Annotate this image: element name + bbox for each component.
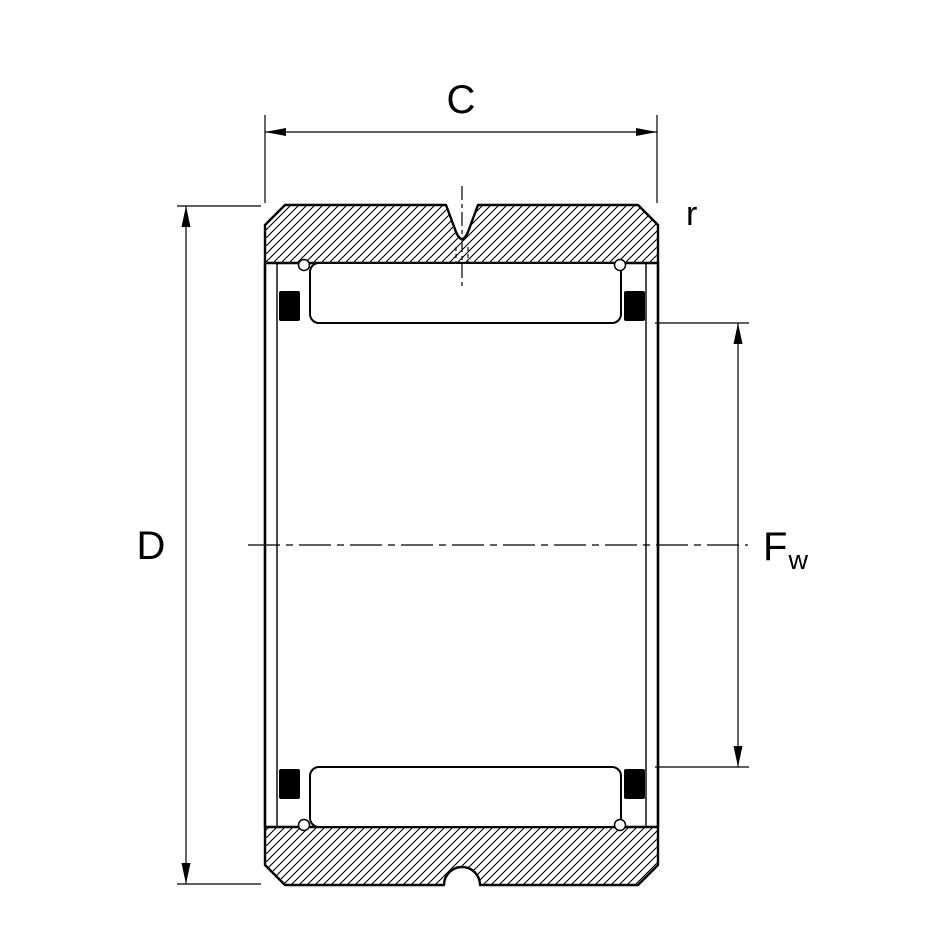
cage-circle-top-right (613, 258, 627, 272)
outer-ring-top-section (263, 203, 660, 265)
label-r: r (686, 195, 697, 233)
label-c: C (447, 78, 476, 122)
needle-roller-bottom (309, 766, 622, 828)
seal-top-left (279, 291, 300, 321)
needle-roller-top (309, 262, 622, 324)
dimension-c (264, 115, 658, 203)
dimension-d (177, 205, 261, 885)
cage-circle-top-left (297, 258, 311, 272)
outer-ring-bottom-section (263, 825, 660, 887)
label-fw: Fw (763, 525, 808, 575)
dim-c-arrow-left (265, 128, 286, 136)
dim-d-arrow-top (181, 206, 191, 227)
seal-top-right (624, 291, 645, 321)
seal-bottom-left (279, 769, 300, 799)
dim-fw-arrow-bottom (733, 746, 743, 767)
dim-d-arrow-bottom (181, 863, 191, 884)
dim-c-arrow-right (636, 128, 657, 136)
seal-bottom-right (624, 769, 645, 799)
cage-circle-bottom-left (297, 818, 311, 832)
dimension-fw (655, 322, 749, 768)
dim-fw-arrow-top (733, 323, 743, 344)
cage-circle-bottom-right (613, 818, 627, 832)
lube-hole-hidden-lines (455, 247, 469, 262)
label-fw-main: F (763, 525, 787, 569)
label-fw-subscript: w (787, 545, 808, 575)
label-d: D (137, 524, 166, 568)
